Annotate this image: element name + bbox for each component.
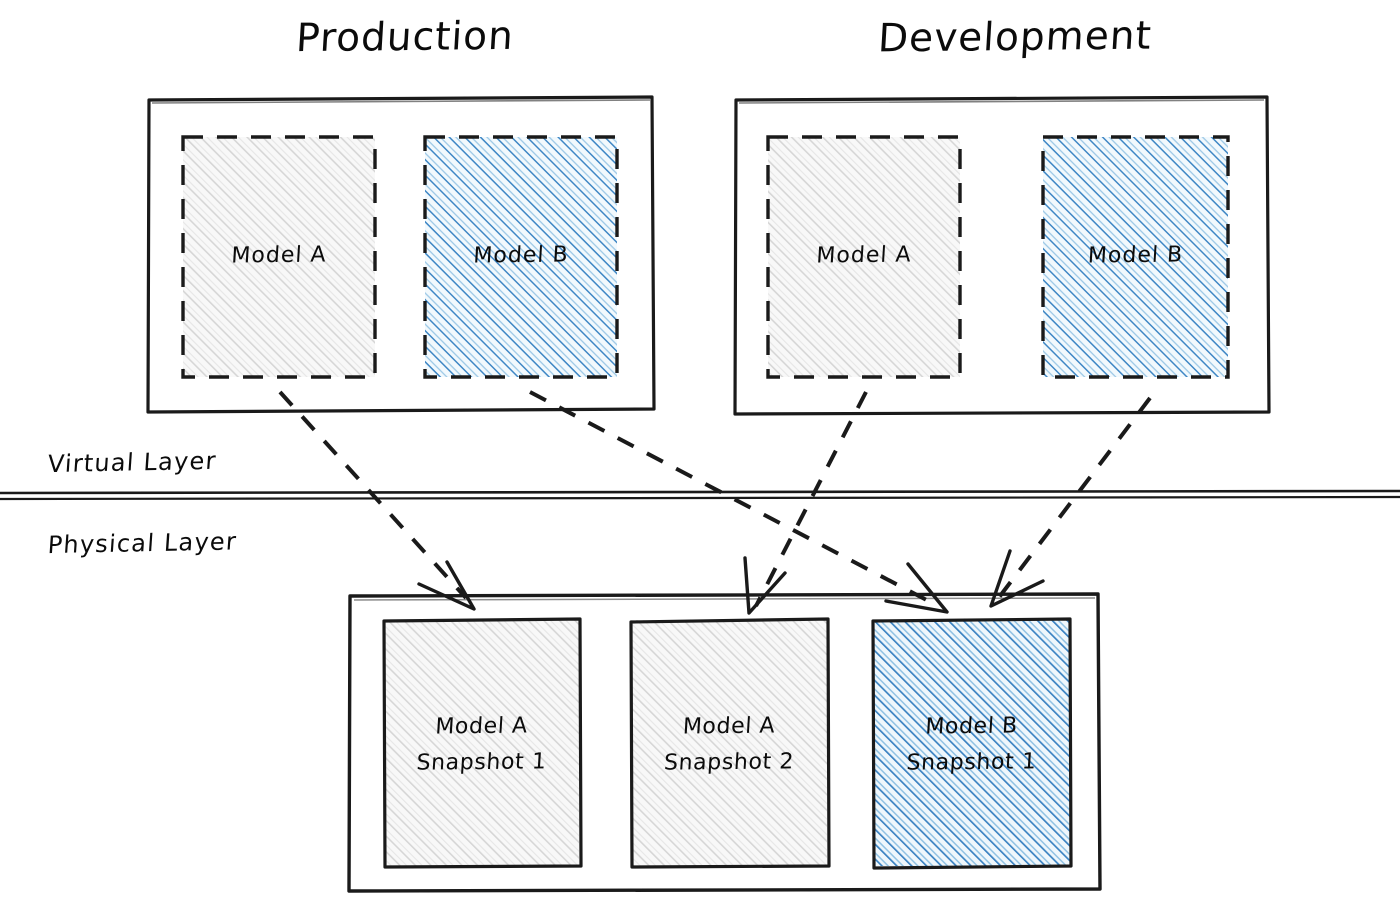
dev-model-b-box[interactable] — [1041, 135, 1230, 379]
dev-model-a-box[interactable] — [766, 135, 962, 379]
snapshot-model-a-2-box[interactable] — [629, 617, 831, 869]
layer-divider — [0, 489, 1400, 501]
connector-prod-model-a-to-snapshot-a1 — [278, 390, 476, 611]
snapshot-model-b-1-box[interactable] — [871, 617, 1073, 870]
connector-prod-model-b-to-snapshot-b1 — [529, 390, 949, 614]
connector-dev-model-a-to-snapshot-a2 — [743, 391, 868, 615]
snapshot-model-a-1-box[interactable] — [382, 617, 583, 869]
connector-dev-model-b-to-snapshot-b1 — [989, 396, 1152, 608]
prod-model-b-box[interactable] — [423, 135, 619, 379]
prod-model-a-box[interactable] — [181, 135, 377, 379]
